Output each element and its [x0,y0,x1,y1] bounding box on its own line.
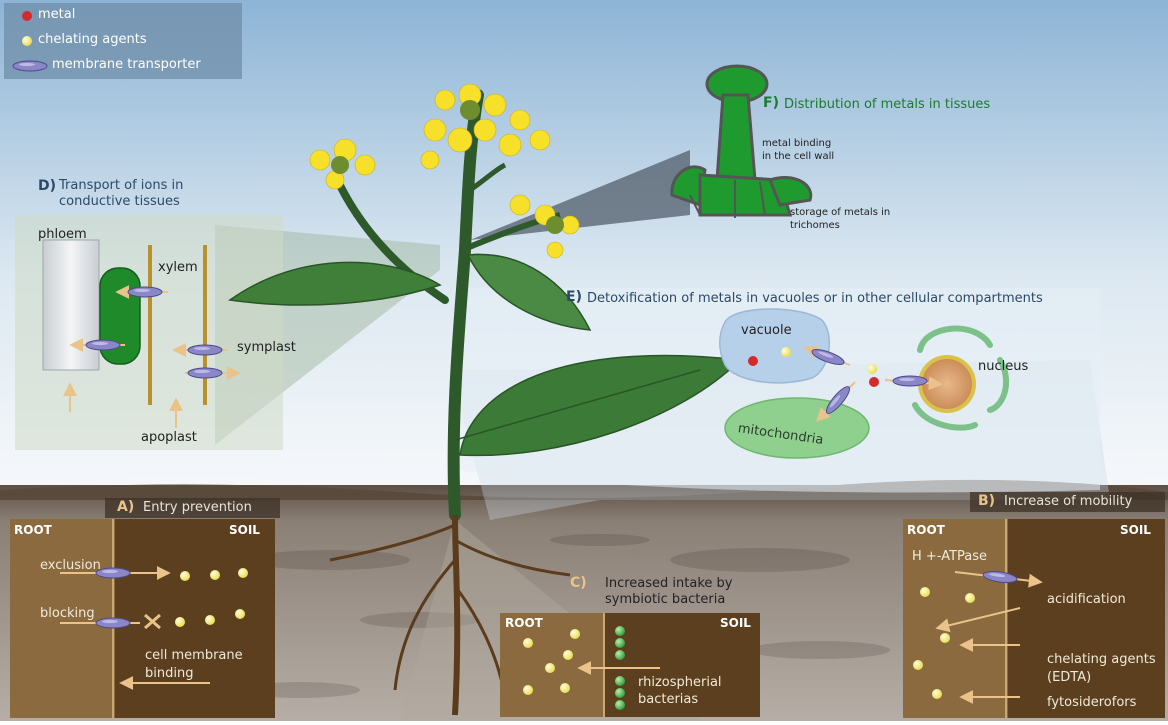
panel-c-title-line1: Increased intake by [605,576,732,591]
panel-a-title: Entry prevention [143,500,252,515]
cell-wall-label-line2: in the cell wall [762,151,834,162]
panel-c-root-header: ROOT [505,616,543,630]
panel-a-soil-header: SOIL [229,523,260,537]
panel-e-title: Detoxification of metals in vacuoles or … [587,291,1043,306]
phloem-label: phloem [38,227,87,242]
trichome-storage-label-line2: trichomes [790,220,840,231]
panel-b-root-header: ROOT [907,523,945,537]
cell-wall-label-line1: metal binding [762,138,831,149]
nucleus-label: nucleus [978,359,1028,374]
cell-membrane-binding-label-line2: binding [145,666,193,681]
panel-d-title-line1: Transport of ions in [59,178,183,193]
panel-a-letter: A) [117,499,134,515]
panel-c-soil-header: SOIL [720,616,751,630]
exclusion-label: exclusion [40,558,101,573]
panel-f-title: Distribution of metals in tissues [784,97,990,112]
symplast-label: symplast [237,340,296,355]
acidification-label: acidification [1047,592,1126,607]
atpase-label: H +-ATPase [912,549,987,564]
trichome-storage-label-line1: storage of metals in [790,207,890,218]
cell-membrane-binding-label-line1: cell membrane [145,648,243,663]
blocking-label: blocking [40,606,95,621]
legend-metal-label: metal [38,7,75,22]
chelating-agents-edta-label-line1: chelating agents [1047,652,1156,667]
panel-d-letter: D) [38,178,56,194]
panel-d-title-line2: conductive tissues [59,194,180,209]
panel-f-letter: F) [763,95,779,111]
panel-b-soil-header: SOIL [1120,523,1151,537]
legend-membrane-transporter-label: membrane transporter [52,57,201,72]
chelating-agents-edta-label-line2: (EDTA) [1047,670,1091,685]
apoplast-label: apoplast [141,430,197,445]
panel-b-letter: B) [978,493,995,509]
vacuole-label: vacuole [741,323,792,338]
legend-chelating-agents-label: chelating agents [38,32,147,47]
rhizospherial-bacteria-label-line2: bacterias [638,692,698,707]
panel-c-title-line2: symbiotic bacteria [605,592,725,607]
panel-b-title: Increase of mobility [1004,494,1132,509]
rhizospherial-bacteria-label-line1: rhizospherial [638,675,722,690]
xylem-label: xylem [158,260,198,275]
panel-e-letter: E) [566,289,582,305]
panel-a-root-header: ROOT [14,523,52,537]
panel-c-letter: C) [570,575,587,591]
fytosiderofors-label: fytosiderofors [1047,695,1136,710]
